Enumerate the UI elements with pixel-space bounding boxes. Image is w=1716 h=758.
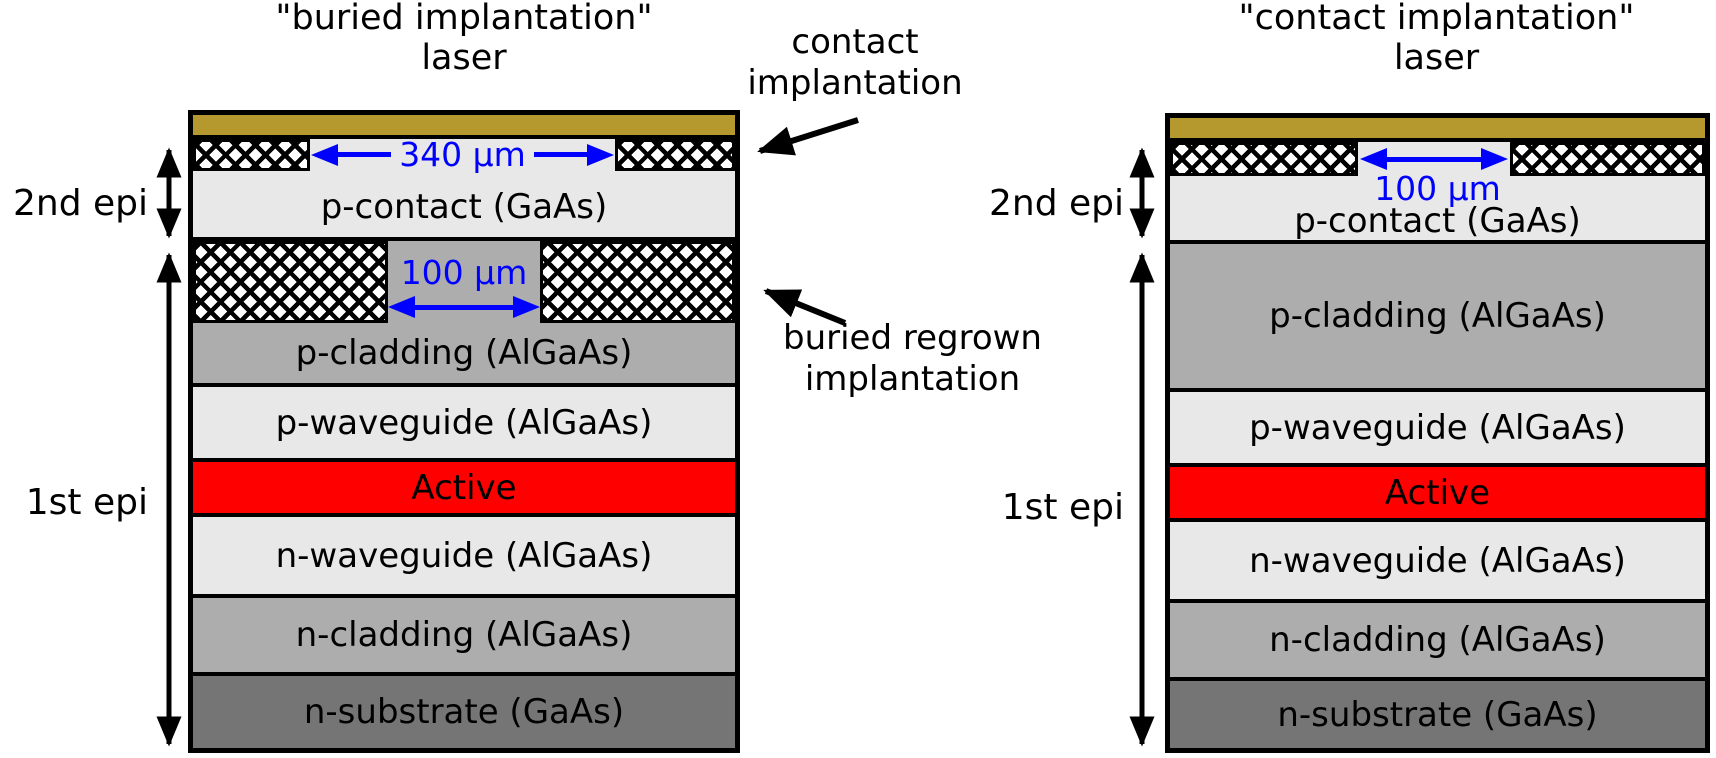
- left-n-cladding-layer: n-cladding (AlGaAs): [193, 598, 735, 672]
- right-contact-implantation-layer: [1170, 142, 1705, 176]
- dimension-line: [415, 304, 513, 310]
- right-title-line1: "contact implantation": [1238, 0, 1635, 38]
- left-n-substrate-layer: n-substrate (GaAs): [193, 676, 735, 748]
- left-diagram-title: "buried implantation" laser: [188, 0, 740, 78]
- right-title-line2: laser: [1393, 38, 1480, 78]
- right-contact-implant-hatch-left: [1170, 142, 1358, 176]
- left-title-line2: laser: [421, 38, 507, 78]
- right-p-cladding-layer: p-cladding (AlGaAs): [1170, 244, 1705, 388]
- left-buried-implant-and-pcladding: 100 μm p-cladding (AlGaAs): [193, 241, 735, 383]
- double-arrow: [388, 296, 540, 318]
- left-contact-implantation-layer: 340 μm: [193, 135, 735, 174]
- left-contact-implant-hatch-right: [615, 139, 735, 171]
- arrow-right-icon: [1481, 148, 1508, 170]
- left-title-line1: "buried implantation": [275, 0, 653, 38]
- right-n-cladding-layer: n-cladding (AlGaAs): [1170, 603, 1705, 677]
- arrow-left-icon: [1360, 148, 1387, 170]
- buried-annotation-line1: buried regrown: [783, 318, 1042, 358]
- left-p-contact-layer: p-contact (GaAs): [320, 186, 608, 227]
- dimension-line: [533, 152, 587, 158]
- left-buried-implantation-layer: 100 μm: [193, 241, 735, 323]
- right-diagram-title: "contact implantation" laser: [1163, 0, 1710, 78]
- right-metal-layer: [1170, 118, 1705, 138]
- left-p-waveguide-layer: p-waveguide (AlGaAs): [193, 387, 735, 458]
- buried-regrown-annotation: buried regrown implantation: [745, 318, 1080, 400]
- right-100um-label: 100 μm: [1374, 169, 1501, 208]
- right-2nd-epi-label: 2nd epi: [988, 183, 1124, 224]
- left-100um-dimension: 100 μm: [388, 241, 540, 323]
- right-active-layer: Active: [1170, 467, 1705, 518]
- left-2nd-epi-label: 2nd epi: [12, 183, 148, 224]
- left-p-cladding-layer: p-cladding (AlGaAs): [295, 333, 633, 373]
- contact-annotation-line2: implantation: [747, 63, 963, 103]
- left-1st-epi-label: 1st epi: [25, 482, 148, 523]
- right-p-contact-layer: 100 μm p-contact (GaAs): [1170, 169, 1705, 241]
- right-p-waveguide-layer: p-waveguide (AlGaAs): [1170, 392, 1705, 463]
- right-100um-dimension-arrow: [1358, 142, 1510, 176]
- dimension-line: [338, 152, 392, 158]
- contact-implantation-pointer-arrow: [757, 117, 859, 156]
- arrow-right-icon: [587, 143, 614, 166]
- left-buried-implant-gap: 100 μm: [388, 241, 540, 323]
- arrow-left-icon: [388, 296, 415, 318]
- left-340um-dimension: 340 μm: [310, 135, 615, 174]
- right-p-contact-label: p-contact (GaAs): [1294, 201, 1581, 241]
- left-n-waveguide-layer: n-waveguide (AlGaAs): [193, 517, 735, 594]
- left-contact-implant-gap: 340 μm: [310, 135, 615, 174]
- right-contact-implant-hatch-right: [1510, 142, 1705, 176]
- contact-implantation-annotation: contact implantation: [700, 22, 1010, 104]
- arrow-right-icon: [513, 296, 540, 318]
- buried-implantation-structure: 340 μm p-contact (GaAs) 100 μm: [188, 110, 740, 753]
- left-buried-implant-hatch-left: [193, 241, 388, 323]
- left-active-layer: Active: [193, 462, 735, 513]
- left-100um-label: 100 μm: [400, 253, 528, 292]
- right-contact-implant-and-pcontact: 100 μm p-contact (GaAs): [1170, 142, 1705, 240]
- contact-implantation-structure: 100 μm p-contact (GaAs) p-cladding (AlGa…: [1165, 113, 1710, 753]
- left-buried-implant-hatch-right: [540, 241, 735, 323]
- contact-annotation-line1: contact: [791, 22, 919, 62]
- left-340um-label: 340 μm: [399, 135, 526, 175]
- left-contact-implant-hatch-left: [193, 139, 310, 171]
- arrow-left-icon: [311, 143, 338, 166]
- right-n-substrate-layer: n-substrate (GaAs): [1170, 681, 1705, 748]
- buried-annotation-line2: implantation: [804, 359, 1021, 399]
- right-1st-epi-label: 1st epi: [1001, 487, 1124, 528]
- right-n-waveguide-layer: n-waveguide (AlGaAs): [1170, 522, 1705, 599]
- right-contact-implant-gap: [1358, 142, 1510, 176]
- left-metal-layer: [193, 115, 735, 135]
- dimension-line: [1387, 156, 1481, 162]
- left-contact-implant-and-pcontact: 340 μm p-contact (GaAs): [193, 135, 735, 237]
